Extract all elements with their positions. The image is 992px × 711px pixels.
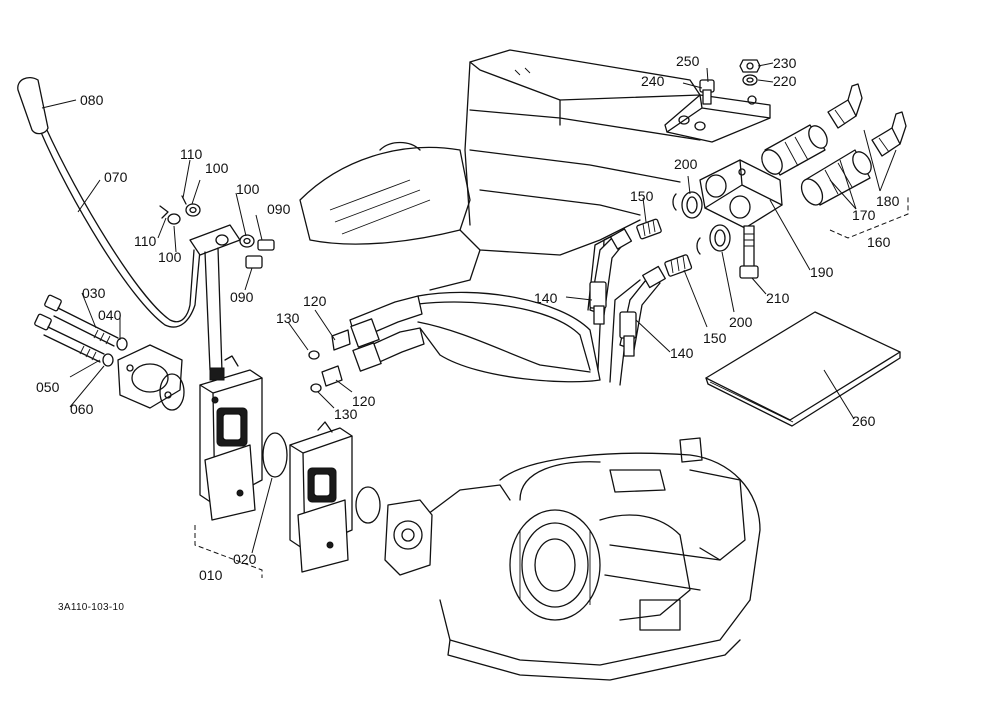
bracket-240 — [664, 94, 771, 143]
washer-060 — [102, 353, 114, 367]
o-ring-cover — [159, 373, 185, 411]
callout-090-upper: 090 — [267, 201, 291, 217]
dust-cap-180-lower — [871, 111, 907, 157]
callout-120-upper: 120 — [303, 293, 327, 309]
callout-260: 260 — [852, 413, 876, 429]
callout-130-upper: 130 — [276, 310, 300, 326]
callout-240: 240 — [641, 73, 665, 89]
transmission-case — [384, 437, 761, 681]
o-ring-130-lower — [310, 383, 322, 393]
pin-090-upper — [257, 239, 275, 251]
o-ring-130-upper — [308, 350, 320, 360]
callout-040: 040 — [98, 307, 122, 323]
callout-140-lower: 140 — [670, 345, 694, 361]
washer-100-upper — [185, 203, 201, 217]
bolt-210 — [739, 225, 759, 279]
callout-210: 210 — [766, 290, 790, 306]
callout-030: 030 — [82, 285, 106, 301]
tractor-body-outline — [299, 49, 701, 291]
callout-060: 060 — [70, 401, 94, 417]
leader-lines — [41, 62, 897, 554]
control-valve-010 — [199, 355, 263, 521]
operator-manual-260 — [705, 311, 901, 427]
callout-200-lower: 200 — [729, 314, 753, 330]
lever-rod-070 — [39, 127, 201, 328]
hose-140-upper — [589, 228, 633, 325]
callout-labels: 080 070 110 100 100 090 110 100 090 030 … — [36, 53, 900, 613]
washer-220 — [742, 74, 758, 86]
fitting-150-upper — [636, 218, 662, 240]
second-valve-section — [289, 421, 353, 573]
group-bracket-160 — [829, 195, 909, 239]
callout-170: 170 — [852, 207, 876, 223]
linkage-bracket — [189, 224, 241, 373]
callout-160: 160 — [867, 234, 891, 250]
o-ring-200-lower — [696, 224, 731, 255]
callout-100-right: 100 — [236, 181, 260, 197]
bolt-030 — [44, 294, 119, 347]
dust-cap-180-upper — [827, 83, 863, 129]
callout-100-lower: 100 — [158, 249, 182, 265]
group-bracket-010 — [194, 525, 263, 578]
quick-coupler-170-upper — [761, 124, 828, 176]
lever-knob-080 — [17, 76, 49, 135]
callout-150-upper: 150 — [630, 188, 654, 204]
callout-140-upper: 140 — [534, 290, 558, 306]
o-ring-200-upper — [672, 191, 703, 219]
bolt-250 — [699, 79, 715, 105]
pin-090-lower — [245, 255, 263, 269]
callout-120-lower: 120 — [352, 393, 376, 409]
nut-230 — [739, 59, 761, 73]
callout-190: 190 — [810, 264, 834, 280]
callout-130-lower: 130 — [334, 406, 358, 422]
callout-050: 050 — [36, 379, 60, 395]
washer-100-left — [167, 213, 181, 225]
washer-040 — [116, 337, 128, 351]
quick-coupler-170-lower — [800, 149, 872, 206]
callout-100-upper: 100 — [205, 160, 229, 176]
cover-plate — [117, 344, 183, 409]
callout-020: 020 — [233, 551, 257, 567]
washer-100-right — [239, 234, 255, 248]
coupler-120-upper — [331, 295, 423, 351]
hose-140-lower — [619, 265, 666, 357]
callout-250: 250 — [676, 53, 700, 69]
fitting-150-lower — [664, 254, 693, 277]
callout-200-upper: 200 — [674, 156, 698, 172]
callout-110-upper: 110 — [180, 146, 203, 162]
o-ring-020 — [262, 432, 288, 478]
bolt-050 — [34, 313, 105, 363]
callout-230: 230 — [773, 55, 797, 71]
callout-150-lower: 150 — [703, 330, 727, 346]
callout-110-lower: 110 — [134, 233, 157, 249]
o-ring-second-valve — [355, 486, 381, 524]
callout-220: 220 — [773, 73, 797, 89]
callout-070: 070 — [104, 169, 128, 185]
callout-090-lower: 090 — [230, 289, 254, 305]
callout-010: 010 — [199, 567, 223, 583]
drawing-reference-id: 3A110-103-10 — [58, 602, 124, 613]
callout-180: 180 — [876, 193, 900, 209]
callout-080: 080 — [80, 92, 104, 108]
coupler-block-190 — [699, 159, 783, 229]
